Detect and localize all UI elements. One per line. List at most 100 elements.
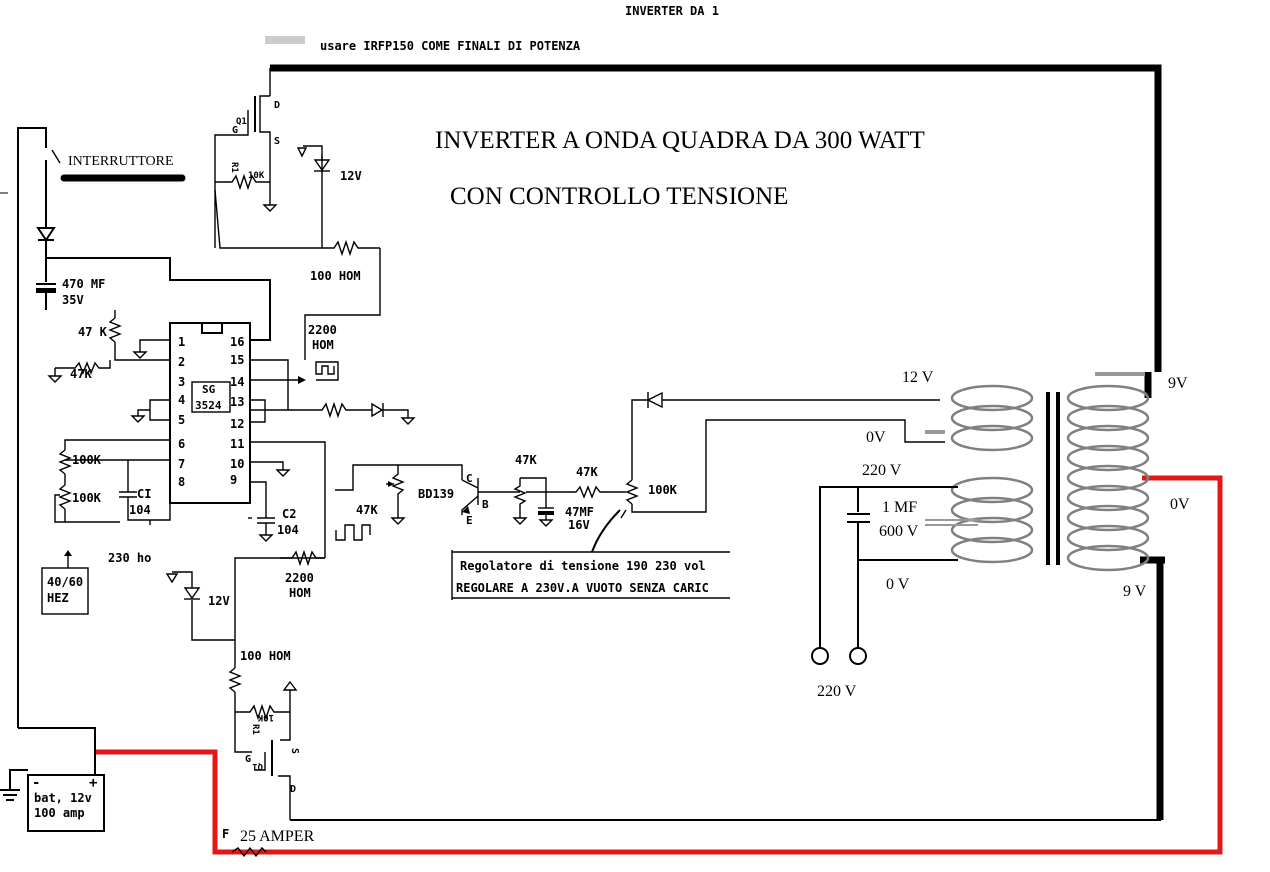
primary-0v-label: 0 V (886, 576, 910, 593)
pin-6: 6 (178, 437, 185, 451)
pot-100k-label: 100K (648, 483, 678, 497)
cap-1mf-label: 1 MF (882, 499, 917, 516)
battery-label-2: 100 amp (34, 806, 85, 820)
r-2200-bot-l1: 2200 (285, 571, 314, 585)
r-100k-b-label: 100K (72, 491, 102, 505)
c2-label: C2 (282, 507, 296, 521)
pin-5: 5 (178, 413, 185, 427)
pin-13: 13 (230, 395, 244, 409)
cap-47mf-voltage: 16V (568, 518, 590, 532)
regulator-line1: Regolatore di tensione 190 230 vol (460, 559, 706, 573)
q-top-pin-g: G (232, 125, 238, 136)
r1-bot-label: R1 (250, 724, 260, 735)
transformer (925, 372, 1150, 572)
secondary-12v-label: 12 V (902, 369, 934, 386)
pin-3: 3 (178, 375, 185, 389)
bjt-pin-c: C (466, 472, 473, 485)
switch-label: INTERRUTTORE (68, 154, 174, 169)
top-label: INVERTER DA 1 (625, 4, 719, 18)
c2-value: 104 (277, 523, 299, 537)
pin-2: 2 (178, 355, 185, 369)
title-line1: INVERTER A ONDA QUADRA DA 300 WATT (435, 127, 925, 154)
battery-plus: + (89, 775, 97, 791)
fuse (231, 846, 267, 858)
r-47k-a-label: 47 K (78, 325, 108, 339)
freq-box-line1: 40/60 (47, 575, 83, 589)
supply-rail-left (0, 127, 271, 775)
r-2200-top-l2: HOM (312, 338, 334, 352)
pin-14: 14 (230, 375, 244, 389)
r-47k-b-label: 47K (70, 367, 92, 381)
pin-7: 7 (178, 457, 185, 471)
ic-name-2: 3524 (195, 399, 222, 412)
freq-box (41, 550, 89, 615)
battery (0, 769, 105, 832)
pin-15: 15 (230, 353, 244, 367)
regulator-line2: REGOLARE A 230V.A VUOTO SENZA CARIC (456, 581, 709, 595)
pin-10: 10 (230, 457, 244, 471)
r-2200-bot-l2: HOM (289, 586, 311, 600)
output-220v (811, 486, 958, 665)
mosfet-bottom (165, 571, 298, 820)
ic-pins-left: 1 2 3 4 5 6 7 8 (178, 335, 185, 489)
fuse-label: F (222, 827, 229, 841)
pin-4: 4 (178, 393, 185, 407)
bd139-label: BD139 (418, 487, 454, 501)
q-top-pin-s: S (274, 136, 280, 147)
cap-47mf-label: 47MF (565, 505, 594, 519)
q-bot-name: Q1 (252, 761, 263, 771)
r10k-bot-label: 10K (257, 712, 274, 722)
q-top-pin-d: D (274, 100, 280, 111)
positive-supply-line (95, 475, 1223, 855)
r-2200-top-l1: 2200 (308, 323, 337, 337)
bottom-drain-bus (290, 556, 1165, 821)
battery-label-1: bat, 12v (34, 791, 92, 805)
r-100hom-top-label: 100 HOM (310, 269, 361, 283)
ic-name-1: SG (202, 383, 216, 396)
r-47k-d-label: 47K (515, 453, 537, 467)
transformer-9v-top: 9V (1168, 375, 1188, 392)
r-47k-c-label: 47K (356, 503, 378, 517)
ci-label: CI (137, 487, 151, 501)
primary-220v-label: 220 V (862, 462, 902, 479)
zener-bot-label: 12V (208, 594, 230, 608)
freq-box-line2: HEZ (47, 591, 69, 605)
r-100hom-bot-label: 100 HOM (240, 649, 291, 663)
cap-470-label: 470 MF (62, 277, 105, 291)
ic-pins-right: 16 15 14 13 12 11 10 9 (230, 335, 244, 487)
bjt-pin-e: E (466, 514, 473, 527)
pin-1: 1 (178, 335, 185, 349)
r10k-top-label: 10K (248, 171, 265, 181)
pin-16: 16 (230, 335, 244, 349)
battery-minus: - (32, 775, 40, 791)
mosfet-top (214, 36, 380, 257)
pin-11: 11 (230, 437, 244, 451)
output-220v-label: 220 V (817, 683, 857, 700)
q-bot-pin-d: D (290, 784, 296, 795)
regulator-network (335, 391, 945, 553)
ic-left-network (47, 310, 171, 525)
cap-600v-label: 600 V (879, 523, 919, 540)
ic-sg3524 (169, 322, 251, 504)
mosfet-note: usare IRFP150 COME FINALI DI POTENZA (320, 39, 581, 53)
cap-470-voltage: 35V (62, 293, 84, 307)
pin-12: 12 (230, 417, 244, 431)
r-100k-a-label: 100K (72, 453, 102, 467)
q-bot-pin-s: S (289, 748, 300, 754)
top-drain-bus (270, 64, 1162, 398)
pin-8: 8 (178, 475, 185, 489)
title-line2: CON CONTROLLO TENSIONE (450, 183, 788, 210)
pin-9: 9 (230, 473, 237, 487)
fuse-rating: 25 AMPER (240, 828, 315, 845)
ci-value: 104 (129, 503, 151, 517)
q-top-name: Q1 (236, 117, 247, 127)
ic-right-network (234, 248, 416, 640)
transformer-0v: 0V (1170, 496, 1190, 513)
bjt-pin-b: B (482, 498, 489, 511)
r-47k-e-label: 47K (576, 465, 598, 479)
r1-top-label: R1 (229, 162, 239, 173)
secondary-0v-label: 0V (866, 429, 886, 446)
freq-note: 230 ho (108, 551, 151, 565)
q-bot-pin-g: G (245, 754, 251, 765)
